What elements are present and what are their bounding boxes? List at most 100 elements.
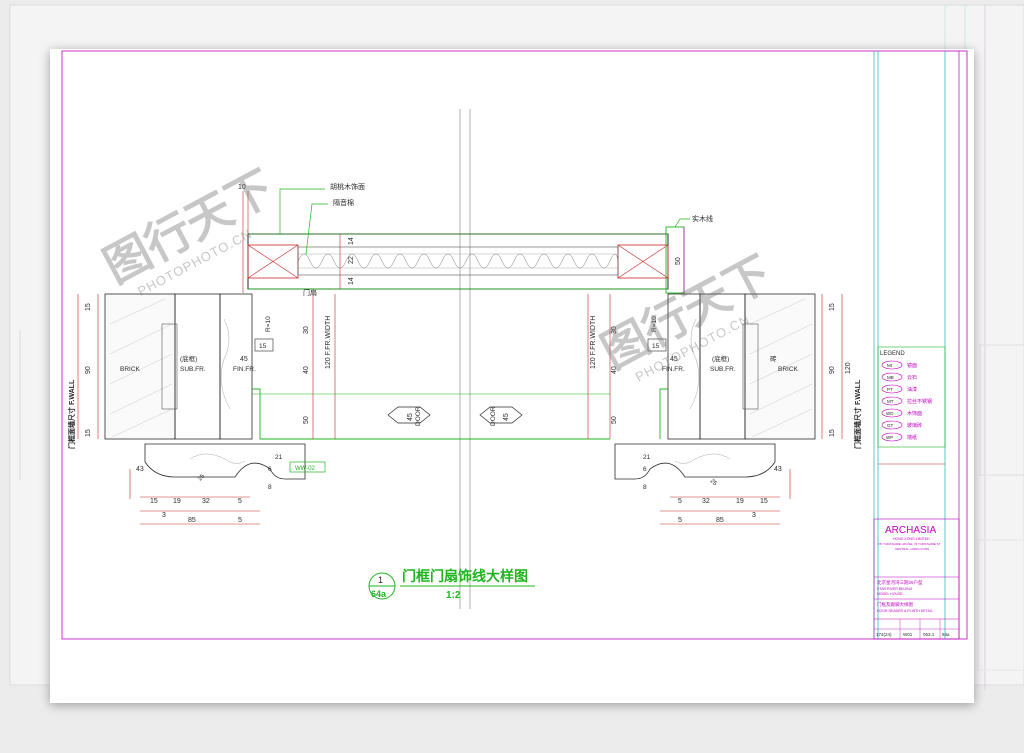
label-radius-right: R=10: [651, 316, 658, 332]
dim-40-left: 40: [303, 366, 310, 374]
dim-32-left: 32: [202, 498, 210, 505]
detail-title: 1 64a 门框门扇饰线大样图 1:2: [368, 568, 535, 601]
dim-14-top: 14: [348, 237, 355, 245]
detail-ref-number: 1: [378, 575, 383, 585]
label-wall-dim-left: 门框面墙尺寸 F.WALL: [67, 379, 76, 449]
dim-10-top: 10: [238, 184, 246, 191]
legend-item-wd: WD 木饰面: [881, 408, 922, 418]
label-finframe-left: FIN.FR.: [233, 366, 256, 373]
label-insulation: 隔音棉: [333, 198, 354, 207]
drawing-name-en: DOOR HEADER & PLINTH DETAIL: [877, 609, 933, 613]
legend-item-mb: MB 云石: [881, 372, 917, 382]
dim-15-wall-top-right: 15: [829, 303, 836, 311]
label-door-left: DOOR: [415, 406, 422, 426]
dim-15-radius-right: 15: [652, 343, 660, 350]
label-door-right: DOOR: [490, 406, 497, 426]
dim-15-plinth-right: 15: [760, 498, 768, 505]
dim-25-right: 25: [709, 478, 718, 487]
dim-19-right: 19: [736, 498, 744, 505]
legend-item-mi: MI 镜面: [881, 360, 917, 370]
dim-50-left: 50: [303, 416, 310, 424]
title-cell-3: 053.1: [923, 632, 935, 637]
label-door-leaf: 门扇: [303, 288, 317, 297]
left-jamb-section: BRICK (底框) SUB.FR. FIN.FR. DOOR 45 15 90…: [67, 293, 610, 525]
legend-code: WD: [886, 411, 894, 416]
drawing-name-cn: 门框及踢脚大样图: [877, 601, 913, 608]
legend-item-gt: GT 玻璃砖: [881, 420, 922, 430]
legend-name: 玻璃砖: [907, 422, 922, 429]
legend-name: 木饰面: [907, 410, 922, 417]
dim-90-right: 90: [829, 366, 836, 374]
cad-drawing: 14 22 14 10 50 胡桃木饰面 隔音棉 实木线 门扇 BRICK (底…: [61, 50, 968, 640]
dim-6-right: 6: [643, 466, 647, 473]
right-jamb-section: 砖 BRICK (底框) SUB.FR. FIN.FR. DOOR 45 15 …: [479, 293, 862, 525]
dim-15-plinth-left: 15: [150, 498, 158, 505]
dim-6-left: 6: [268, 466, 272, 473]
title-cell-4: 64a: [942, 632, 950, 637]
legend-name: 云石: [907, 375, 917, 381]
dim-90-left: 90: [85, 366, 92, 374]
drawing-sheet: 14 22 14 10 50 胡桃木饰面 隔音棉 实木线 门扇 BRICK (底…: [50, 49, 974, 703]
label-subframe-right: SUB.FR.: [710, 366, 736, 373]
label-finframe-right: FIN.FR.: [662, 366, 685, 373]
dim-120-right: 120: [845, 362, 852, 374]
legend-item-mt: MT 拉丝不锈钢: [881, 396, 932, 406]
legend-panel: LEGEND MI 镜面 MB 云石 PT 油漆 MT 拉丝不锈钢 WD 木饰面: [877, 346, 946, 465]
dim-45-right: 45: [503, 413, 510, 421]
dim-15-wall-top-left: 15: [85, 303, 92, 311]
dim-8-right: 8: [643, 484, 647, 491]
dim-5b-right: 5: [678, 517, 682, 524]
dim-45-frame-right: 45: [670, 356, 678, 363]
dim-50-right: 50: [675, 257, 682, 265]
legend-code: GT: [887, 423, 894, 428]
dim-43-right: 43: [774, 466, 782, 473]
dim-15-wall-bottom-left: 15: [85, 429, 92, 437]
dim-3-right: 3: [752, 512, 756, 519]
company-sub: HONG KONG LIMITED: [893, 537, 930, 541]
label-subframe-cn-left: (底框): [180, 354, 197, 363]
legend-item-pt: PT 油漆: [881, 384, 917, 394]
legend-code: PT: [887, 387, 893, 392]
company-address-2: CENTRAL, HONG KONG: [895, 547, 930, 551]
label-wall-dim-right: 门框面墙尺寸 F.WALL: [853, 379, 862, 449]
project-name-en: STAR RIVER BEIJING: [877, 587, 913, 591]
detail-scale: 1:2: [446, 590, 461, 601]
legend-code: MT: [887, 399, 894, 404]
label-fr-width-left: 120 F.FR.WIDTH: [325, 316, 332, 369]
dim-5-left: 5: [238, 498, 242, 505]
label-brick-right: BRICK: [778, 366, 799, 373]
legend-code: MB: [887, 375, 894, 380]
dim-21-right: 21: [643, 454, 651, 461]
label-subframe-left: SUB.FR.: [180, 366, 206, 373]
legend-code: WP: [886, 435, 893, 440]
title-block: ARCHASIA HONG KONG LIMITED 7/F YORKSHIRE…: [873, 518, 960, 640]
tag-ww02: WW-02: [295, 466, 316, 472]
dim-15-radius-left: 15: [259, 343, 267, 350]
legend-name: 墙纸: [907, 434, 917, 441]
label-subframe-cn-right: (底框): [712, 354, 729, 363]
dim-85-right: 85: [716, 517, 724, 524]
dim-5b-left: 5: [238, 517, 242, 524]
label-brick-cn-right: 砖: [770, 354, 777, 363]
sheet-border: [61, 50, 968, 640]
dim-22: 22: [348, 256, 355, 264]
dim-40-right: 40: [611, 366, 618, 374]
door-header-section: 14 22 14 10 50 胡桃木饰面 隔音棉 实木线 门扇: [238, 182, 713, 297]
dim-3-left: 3: [162, 512, 166, 519]
dim-15-wall-bottom-right: 15: [829, 429, 836, 437]
label-veneer: 胡桃木饰面: [330, 182, 365, 191]
dim-85-left: 85: [188, 517, 196, 524]
title-cell-2: W01: [903, 632, 913, 637]
legend-title: LEGEND: [880, 351, 905, 357]
watermark-left: 图行天下 PHOTOPHOTO.CN: [95, 160, 283, 299]
dim-21-left: 21: [275, 454, 283, 461]
dim-45-frame-left: 45: [240, 356, 248, 363]
legend-name: 镜面: [907, 362, 917, 369]
legend-name: 拉丝不锈钢: [907, 398, 932, 405]
dim-30-right: 30: [611, 326, 618, 334]
label-solid-wood: 实木线: [692, 214, 713, 223]
title-cell-1: 174(24): [876, 632, 892, 637]
legend-item-wp: WP 墙纸: [881, 432, 917, 442]
detail-ref-sheet: 64a: [371, 589, 387, 599]
dim-8-left: 8: [268, 484, 272, 491]
